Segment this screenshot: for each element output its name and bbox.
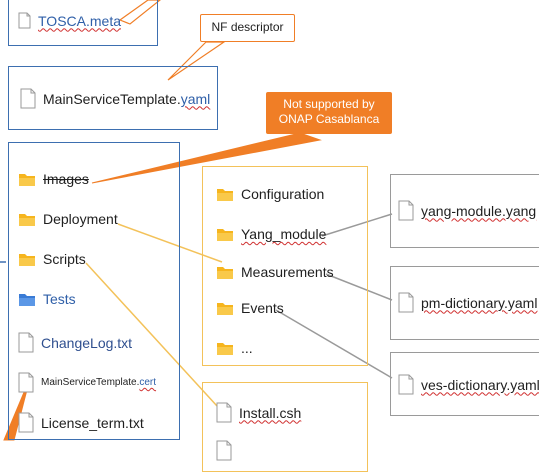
folder-images-label: Images (43, 171, 89, 187)
folder-icon (217, 189, 233, 201)
folder-configuration-label: Configuration (241, 186, 325, 202)
file-license[interactable]: License_term.txt (18, 412, 144, 433)
file-icon (398, 200, 414, 221)
folder-deployment[interactable]: Deployment (18, 211, 118, 227)
pm-file-box (390, 266, 539, 340)
folder-more-label: ... (241, 340, 253, 356)
folder-icon (19, 254, 35, 266)
file-license-label: License_term.txt (41, 414, 144, 431)
file-icon (18, 412, 34, 433)
file-icon (216, 402, 232, 423)
folder-scripts[interactable]: Scripts (18, 251, 86, 267)
file-yang-label: yang-module.yang (421, 202, 537, 219)
file-icon (18, 12, 31, 29)
not-supported-callout (266, 92, 392, 134)
file-install-label: Install.csh (239, 404, 302, 421)
folder-measurements-label: Measurements (241, 264, 334, 280)
not-supported-line1: Not supported by (283, 97, 375, 111)
folder-icon (217, 303, 233, 315)
ves-file-box (390, 352, 539, 416)
file-cert-label: MainServiceTemplate.cert (41, 377, 157, 388)
tosca-meta-box (8, 0, 158, 46)
root-folder-box (8, 142, 180, 440)
folder-scripts-label: Scripts (43, 251, 86, 267)
folder-measurements[interactable]: Measurements (216, 264, 334, 280)
file-yang[interactable]: yang-module.yang (398, 200, 536, 221)
file-icon (20, 88, 36, 109)
folder-yang-module[interactable]: Yang_module (216, 226, 326, 242)
folder-icon (217, 229, 233, 241)
file-changelog[interactable]: ChangeLog.txt (18, 332, 132, 353)
not-supported-line2: ONAP Casablanca (278, 112, 380, 126)
tosca-meta-label: TOSCA.meta (38, 12, 121, 29)
folder-tests[interactable]: Tests (18, 291, 76, 307)
main-template-item[interactable]: MainServiceTemplate.yaml (20, 88, 210, 109)
folder-events-label: Events (241, 300, 284, 316)
file-cert[interactable]: MainServiceTemplate.cert (18, 372, 156, 393)
file-changelog-label: ChangeLog.txt (41, 334, 133, 351)
file-icon (18, 332, 34, 353)
file-icon (398, 292, 414, 313)
not-supported-text: Not supported by ONAP Casablanca (266, 97, 392, 127)
main-template-label: MainServiceTemplate.yaml (43, 90, 211, 107)
nf-descriptor-callout (200, 14, 295, 42)
nf-descriptor-text: NF descriptor (211, 20, 284, 34)
folder-icon (19, 174, 35, 186)
folder-images[interactable]: Images (18, 171, 89, 187)
folder-icon (19, 214, 35, 226)
folder-deployment-label: Deployment (43, 211, 118, 227)
folder-events[interactable]: Events (216, 300, 284, 316)
tosca-meta-item[interactable]: TOSCA.meta (18, 12, 121, 29)
folder-yang-module-label: Yang_module (241, 226, 327, 242)
file-pm[interactable]: pm-dictionary.yaml (398, 292, 537, 313)
file-icon (216, 440, 232, 461)
folder-configuration[interactable]: Configuration (216, 186, 324, 202)
file-ves[interactable]: ves-dictionary.yaml (398, 374, 539, 395)
folder-icon (217, 343, 233, 355)
folder-icon (217, 267, 233, 279)
file-install[interactable]: Install.csh (216, 402, 301, 423)
file-ves-label: ves-dictionary.yaml (421, 376, 539, 393)
folder-blue-icon (19, 294, 35, 306)
yang-file-box (390, 174, 539, 248)
folder-tests-label: Tests (43, 291, 76, 307)
file-icon (18, 372, 34, 393)
deployment-folder-box (202, 166, 368, 366)
file-pm-label: pm-dictionary.yaml (421, 294, 538, 311)
main-template-box (8, 66, 218, 130)
folder-more[interactable]: ... (216, 340, 253, 356)
file-icon (398, 374, 414, 395)
